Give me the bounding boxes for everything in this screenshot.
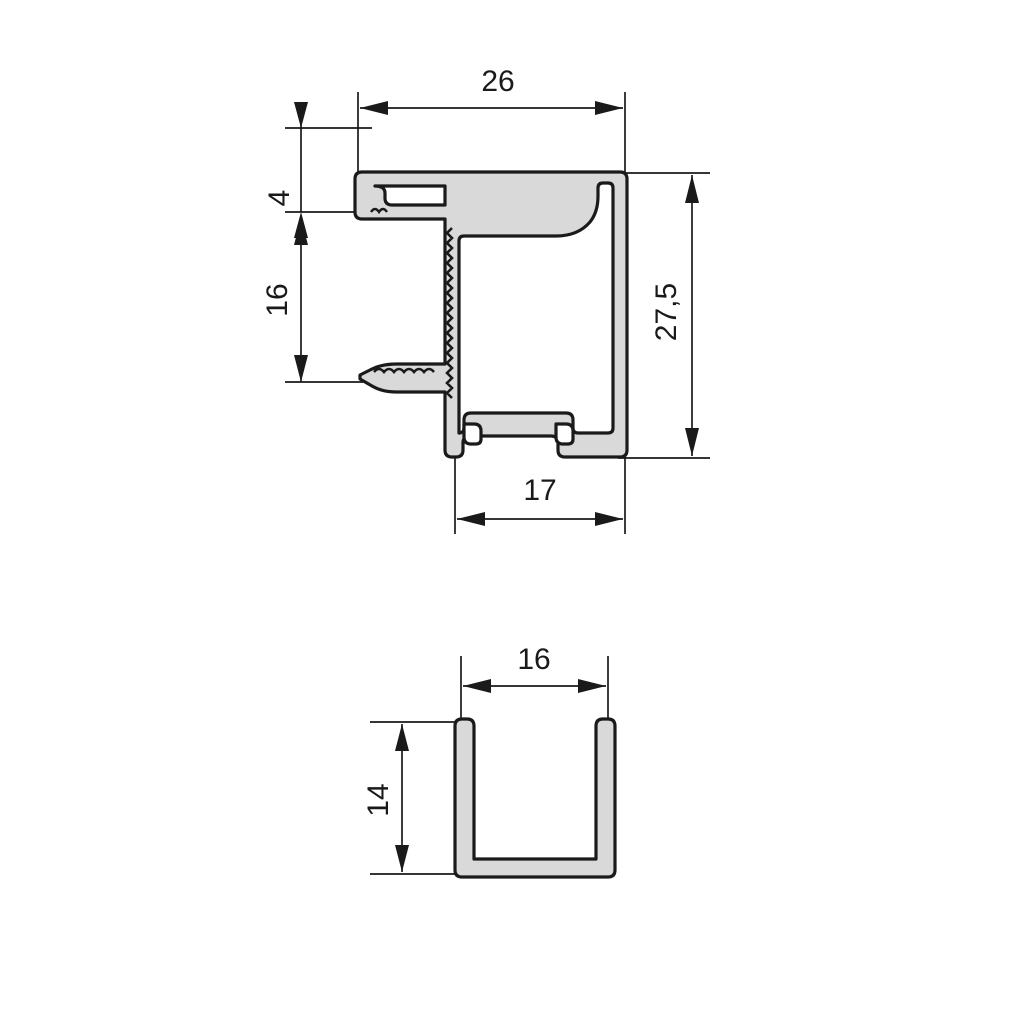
- upper-profile-bottom-right-lip-void: [554, 422, 575, 446]
- arrow-head-14-top: [395, 724, 409, 751]
- dimension-26: 26: [360, 65, 623, 115]
- upper-extension-lines: [285, 92, 710, 534]
- dimension-label-4: 4: [263, 190, 296, 207]
- arrow-head-17-right: [595, 512, 623, 526]
- dimension-16-lower: 16: [463, 643, 606, 693]
- dimension-label-14: 14: [362, 783, 395, 816]
- dimension-label-17: 17: [523, 474, 556, 507]
- arrow-head-16-top: [294, 218, 308, 245]
- arrow-head-16-lower-right: [578, 679, 606, 693]
- upper-profile-hook-tip-serration: [370, 207, 388, 215]
- arrow-head-26-left: [360, 101, 388, 115]
- arrow-head-275-bottom: [685, 428, 699, 456]
- lower-profile-view: 16 14: [362, 643, 617, 879]
- fin-serration-teeth: [373, 367, 435, 375]
- lower-profile-outline: [453, 717, 617, 879]
- lower-extension-lines: [370, 656, 609, 875]
- arrow-head-16-bottom: [294, 355, 308, 382]
- upper-profile-hook-cavity: [373, 184, 447, 207]
- upper-profile-bottom-left-lip-void: [462, 422, 483, 446]
- dimension-17: 17: [457, 474, 623, 526]
- arrow-head-14-bottom: [395, 845, 409, 872]
- dimension-16-upper: 16: [261, 218, 308, 382]
- upper-profile-view: 26 4 16: [261, 65, 710, 534]
- hook-tip-serration-teeth: [370, 207, 388, 215]
- arrow-head-275-top: [685, 175, 699, 203]
- arrow-head-4-top: [294, 102, 308, 128]
- arrow-head-16-lower-left: [463, 679, 491, 693]
- upper-profile-fin-serration: [373, 367, 435, 375]
- dimension-label-275: 27,5: [650, 283, 683, 341]
- dimension-4: 4: [263, 102, 308, 238]
- dimension-label-26: 26: [481, 65, 514, 98]
- upper-profile-web-serration: [445, 227, 454, 399]
- dimension-label-16-upper: 16: [261, 283, 294, 316]
- web-serration-teeth: [445, 227, 454, 399]
- dimension-label-16-lower: 16: [517, 643, 550, 676]
- arrow-head-17-left: [457, 512, 485, 526]
- dimension-14: 14: [362, 724, 409, 872]
- dimension-275: 27,5: [650, 175, 699, 456]
- arrow-head-26-right: [595, 101, 623, 115]
